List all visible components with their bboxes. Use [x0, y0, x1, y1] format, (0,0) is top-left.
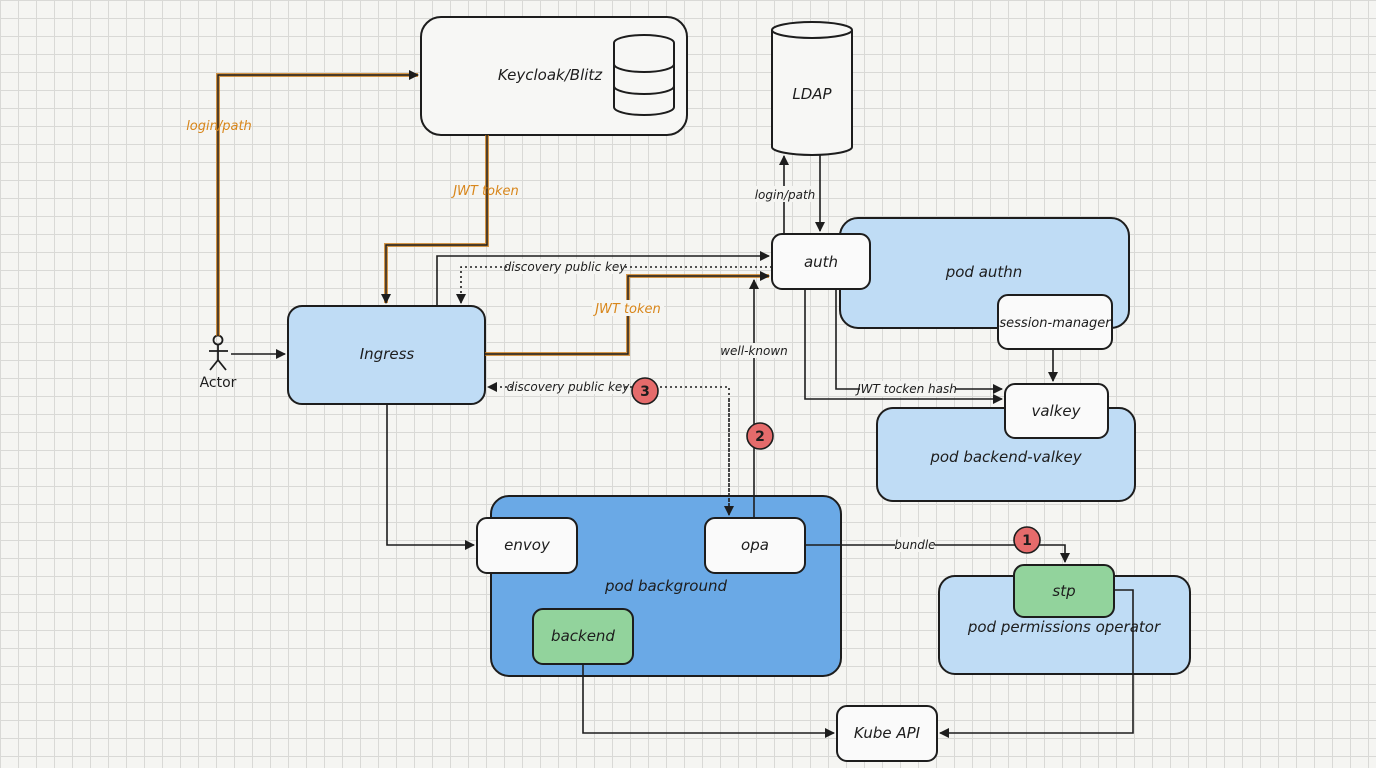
pod-background-label: pod background — [604, 577, 728, 595]
auth-node[interactable]: auth — [771, 233, 871, 290]
pod-permissions-operator-label: pod permissions operator — [967, 618, 1161, 636]
label-well-known: well-known — [720, 344, 788, 358]
person-icon — [209, 334, 228, 371]
step-badge-1: 1 — [1013, 526, 1041, 554]
actor-label: Actor — [200, 375, 237, 391]
label-bundle: bundle — [894, 538, 935, 552]
pod-permissions-operator-node[interactable]: pod permissions operator — [938, 575, 1191, 675]
valkey-label: valkey — [1031, 402, 1081, 420]
actor-node[interactable]: Actor — [200, 334, 237, 392]
envoy-node[interactable]: envoy — [476, 517, 578, 574]
label-login-path-ldap: login/path — [755, 188, 816, 202]
auth-label: auth — [804, 253, 838, 271]
edge-ingress-envoy — [386, 404, 475, 550]
edge-auth-valkey — [804, 289, 1003, 404]
label-bg — [509, 259, 621, 274]
session-manager-node[interactable]: session-manager — [997, 294, 1113, 350]
label-jwt-token-ingress: JWT token — [592, 302, 661, 317]
label-bg — [592, 300, 664, 316]
label-bg — [721, 343, 787, 358]
keycloak-label: Keycloak/Blitz — [498, 66, 603, 84]
edge-keycloak-ingress — [381, 135, 489, 304]
pod-backend-valkey-label: pod backend-valkey — [929, 448, 1082, 466]
kube-api-node[interactable]: Kube API — [836, 705, 938, 762]
ldap-label: LDAP — [792, 85, 832, 103]
ldap-node[interactable]: LDAP — [771, 21, 853, 156]
opa-node[interactable]: opa — [704, 517, 806, 574]
stp-node[interactable]: stp — [1013, 564, 1115, 618]
session-manager-label: session-manager — [999, 316, 1112, 331]
valkey-node[interactable]: valkey — [1004, 383, 1109, 439]
backend-label: backend — [551, 627, 615, 645]
kube-api-label: Kube API — [854, 724, 921, 742]
edge-opa-stp-bundle — [805, 544, 1070, 563]
label-discovery-bottom: discovery public key — [507, 380, 631, 394]
edge-actor-keycloak — [216, 70, 419, 336]
envoy-label: envoy — [504, 536, 551, 554]
label-bg — [756, 186, 814, 202]
step-badge-1-label: 1 — [1022, 533, 1032, 549]
step-badge-2: 2 — [746, 422, 774, 450]
edge-ingress-auth — [436, 251, 770, 306]
label-bg — [512, 379, 625, 394]
label-bg — [860, 381, 955, 396]
opa-label: opa — [741, 536, 769, 554]
stp-label: stp — [1052, 582, 1075, 600]
label-bg — [895, 537, 935, 552]
edge-discovery-top — [456, 266, 772, 304]
label-jwt-token-keycloak: JWT token — [450, 184, 519, 199]
label-discovery-top: discovery public key — [504, 260, 628, 274]
edge-backend-kube — [582, 664, 835, 738]
label-jwt-token-hash: JWT tocken hash — [855, 382, 957, 396]
label-login-path-actor: login/path — [186, 119, 252, 134]
step-badge-3: 3 — [631, 377, 659, 405]
edge-stp-kube — [939, 589, 1134, 738]
backend-node[interactable]: backend — [532, 608, 634, 665]
step-badge-2-label: 2 — [755, 429, 765, 445]
keycloak-node[interactable]: Keycloak/Blitz — [420, 16, 688, 136]
ingress-node[interactable]: Ingress — [287, 305, 486, 405]
step-badge-3-label: 3 — [640, 384, 650, 400]
database-icon — [613, 34, 675, 116]
ingress-label: Ingress — [360, 345, 415, 363]
pod-authn-label: pod authn — [945, 263, 1023, 281]
